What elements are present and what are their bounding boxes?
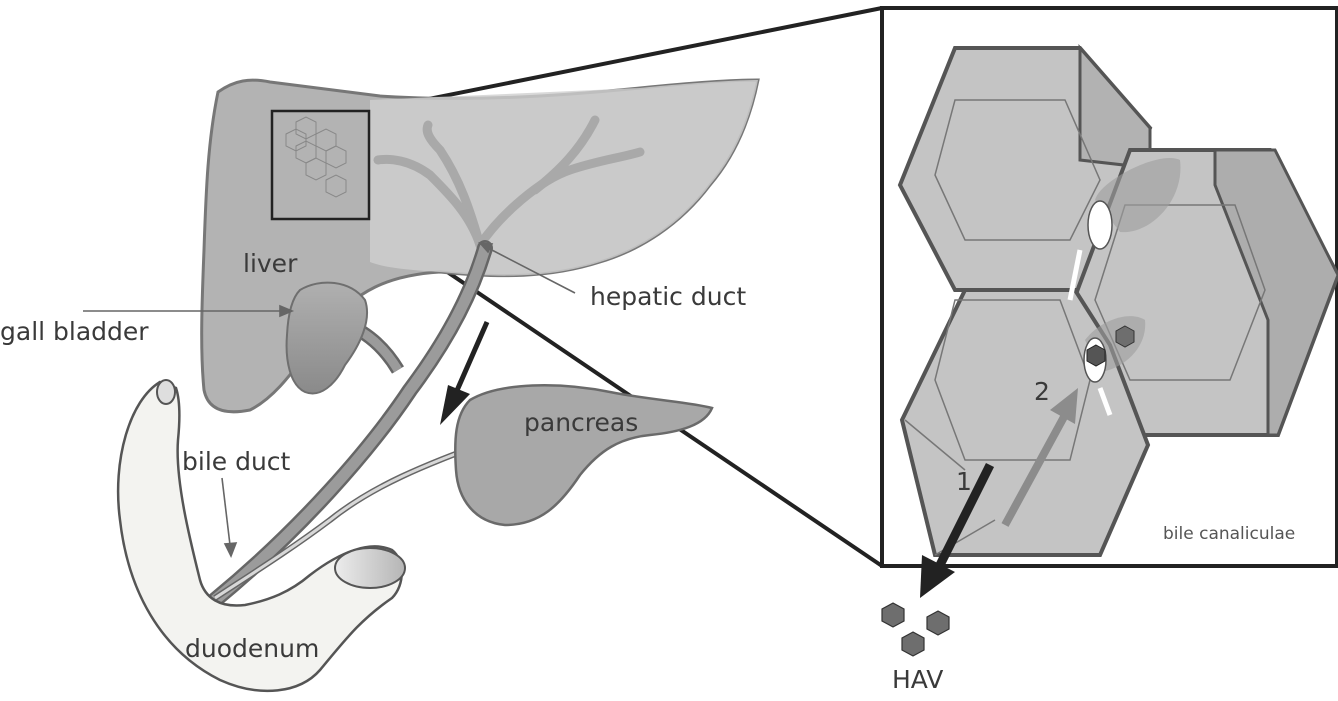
label-step-2: 2 — [1034, 377, 1050, 406]
pancreas-shape — [455, 385, 712, 525]
label-bile-duct: bile duct — [182, 447, 291, 476]
duodenum-lower-opening — [335, 548, 405, 588]
duodenum-upper-opening — [157, 380, 175, 404]
label-step-1: 1 — [956, 467, 972, 496]
label-hav: HAV — [892, 665, 943, 694]
label-hepatic-duct: hepatic duct — [590, 282, 746, 311]
label-liver: liver — [243, 249, 298, 278]
virion-3 — [902, 632, 924, 656]
virion-2 — [927, 611, 949, 635]
label-bile-canaliculae: bile canaliculae — [1163, 524, 1295, 544]
inset-panel — [882, 8, 1338, 566]
label-duodenum: duodenum — [185, 634, 319, 663]
label-pancreas: pancreas — [524, 408, 638, 437]
hav-virions — [882, 603, 949, 656]
virion-1 — [882, 603, 904, 627]
gall-bladder-shape — [287, 283, 367, 394]
label-gall-bladder: gall bladder — [0, 317, 149, 346]
